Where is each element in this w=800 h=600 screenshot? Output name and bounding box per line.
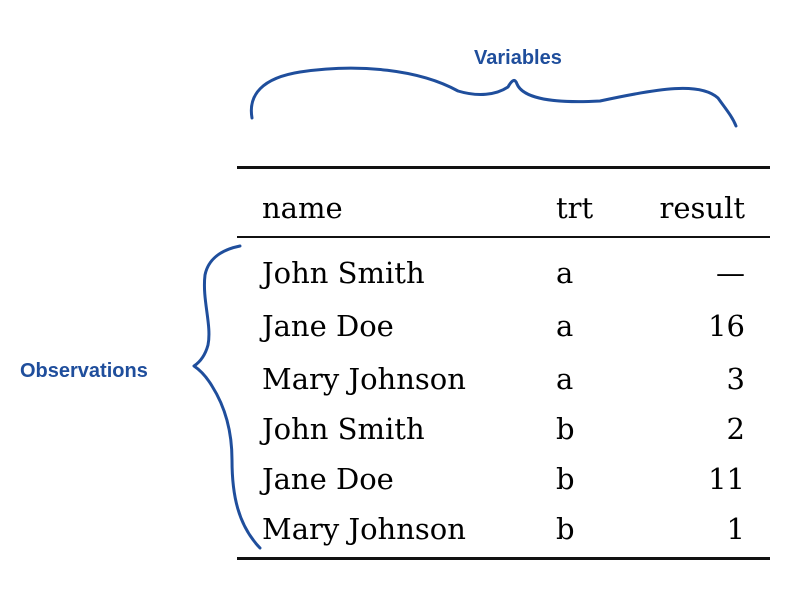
observations-label: Observations — [20, 360, 148, 382]
cell-result: — — [716, 256, 745, 290]
column-header-trt: trt — [556, 191, 594, 225]
cell-trt: b — [556, 462, 575, 496]
cell-result: 3 — [726, 362, 745, 396]
variables-label: Variables — [474, 47, 562, 69]
cell-name: Jane Doe — [262, 309, 394, 343]
cell-name: John Smith — [262, 256, 425, 290]
cell-name: Jane Doe — [262, 462, 394, 496]
cell-result: 16 — [708, 309, 745, 343]
cell-trt: a — [556, 309, 574, 343]
cell-result: 2 — [726, 412, 745, 446]
cell-name: Mary Johnson — [262, 512, 466, 546]
column-header-name: name — [262, 191, 343, 225]
cell-trt: b — [556, 512, 575, 546]
observations-brace — [192, 244, 262, 550]
table-top-rule — [237, 166, 770, 169]
cell-trt: a — [556, 362, 574, 396]
cell-name: John Smith — [262, 412, 425, 446]
variables-brace — [249, 66, 738, 128]
cell-result: 1 — [726, 512, 745, 546]
cell-trt: a — [556, 256, 574, 290]
cell-result: 11 — [708, 462, 745, 496]
cell-name: Mary Johnson — [262, 362, 466, 396]
column-header-result: result — [659, 191, 745, 225]
table-header-rule — [237, 236, 770, 238]
cell-trt: b — [556, 412, 575, 446]
table-bottom-rule — [237, 557, 770, 560]
